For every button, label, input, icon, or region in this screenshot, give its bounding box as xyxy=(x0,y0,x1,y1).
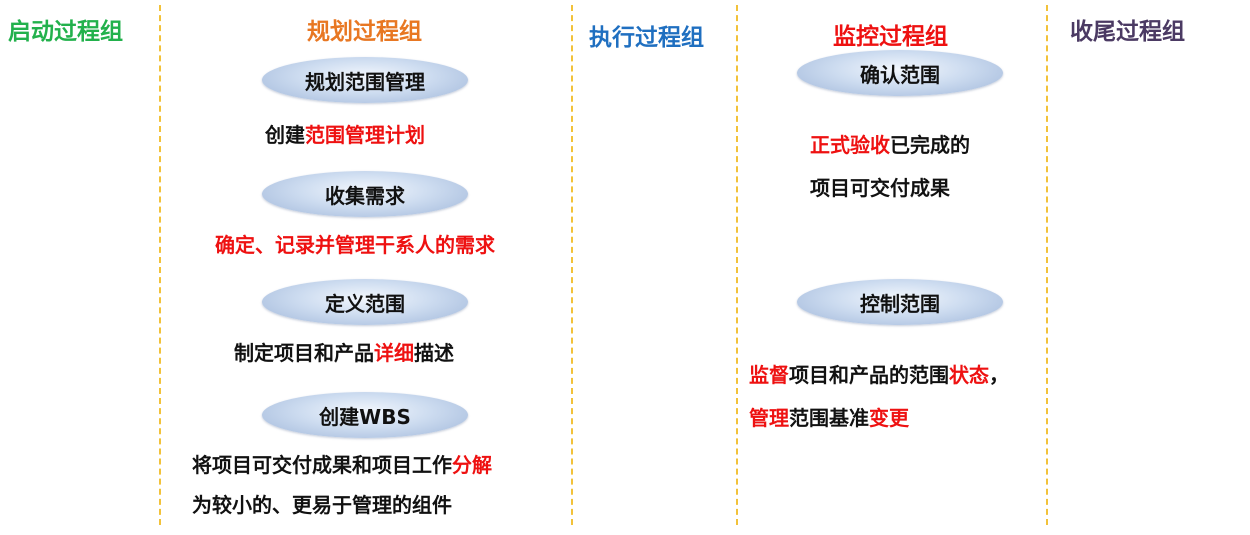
desc-highlight: 分解 xyxy=(452,453,492,477)
desc-highlight: 详细 xyxy=(374,341,414,365)
desc-create-wbs-line2: 为较小的、更易于管理的组件 xyxy=(192,489,452,518)
header-planning: 规划过程组 xyxy=(307,19,422,45)
header-monitoring: 监控过程组 xyxy=(833,24,948,50)
desc-text: 为较小的、更易于管理的组件 xyxy=(192,493,452,517)
desc-text: 范围基准 xyxy=(789,406,869,430)
desc-highlight: 管理 xyxy=(749,406,789,430)
desc-highlight: 确定、记录并管理干系人的需求 xyxy=(215,233,495,257)
desc-text: 创建 xyxy=(265,123,305,147)
desc-text: 描述 xyxy=(414,341,454,365)
process-label: 规划范围管理 xyxy=(305,69,425,94)
desc-create-wbs-line1: 将项目可交付成果和项目工作分解 xyxy=(192,449,492,478)
desc-highlight: 变更 xyxy=(869,406,909,430)
desc-define-scope: 制定项目和产品详细描述 xyxy=(234,337,454,366)
process-label: 控制范围 xyxy=(860,291,940,316)
desc-text: ， xyxy=(989,363,1009,387)
process-label: 定义范围 xyxy=(325,291,405,316)
process-collect-requirements: 收集需求 xyxy=(262,171,468,217)
desc-text: 项目和产品的范围 xyxy=(789,363,949,387)
desc-highlight: 范围管理计划 xyxy=(305,123,425,147)
process-define-scope: 定义范围 xyxy=(262,279,468,325)
process-create-wbs: 创建WBS xyxy=(262,392,468,438)
divider-1 xyxy=(159,5,161,525)
desc-text: 已完成的 xyxy=(890,133,970,157)
desc-highlight: 状态 xyxy=(949,363,989,387)
desc-control-scope-line2: 管理范围基准变更 xyxy=(749,402,909,431)
desc-validate-scope-line1: 正式验收已完成的 xyxy=(810,129,970,158)
header-initiating: 启动过程组 xyxy=(8,19,123,45)
desc-plan-scope-management: 创建范围管理计划 xyxy=(265,119,425,148)
desc-highlight: 监督 xyxy=(749,363,789,387)
process-control-scope: 控制范围 xyxy=(797,279,1003,325)
process-label: 确认范围 xyxy=(860,62,940,87)
process-validate-scope: 确认范围 xyxy=(797,50,1003,96)
desc-text: 项目可交付成果 xyxy=(810,176,950,200)
divider-4 xyxy=(1046,5,1048,525)
desc-control-scope-line1: 监督项目和产品的范围状态， xyxy=(749,359,1009,388)
process-label: 创建WBS xyxy=(319,404,411,429)
divider-2 xyxy=(571,5,573,525)
divider-3 xyxy=(736,5,738,525)
desc-collect-requirements: 确定、记录并管理干系人的需求 xyxy=(215,229,495,258)
process-label: 收集需求 xyxy=(325,183,405,208)
header-closing: 收尾过程组 xyxy=(1070,19,1185,45)
header-executing: 执行过程组 xyxy=(589,25,704,51)
process-plan-scope-management: 规划范围管理 xyxy=(262,57,468,103)
desc-text: 制定项目和产品 xyxy=(234,341,374,365)
desc-text: 将项目可交付成果和项目工作 xyxy=(192,453,452,477)
desc-highlight: 正式验收 xyxy=(810,133,890,157)
desc-validate-scope-line2: 项目可交付成果 xyxy=(810,172,950,201)
